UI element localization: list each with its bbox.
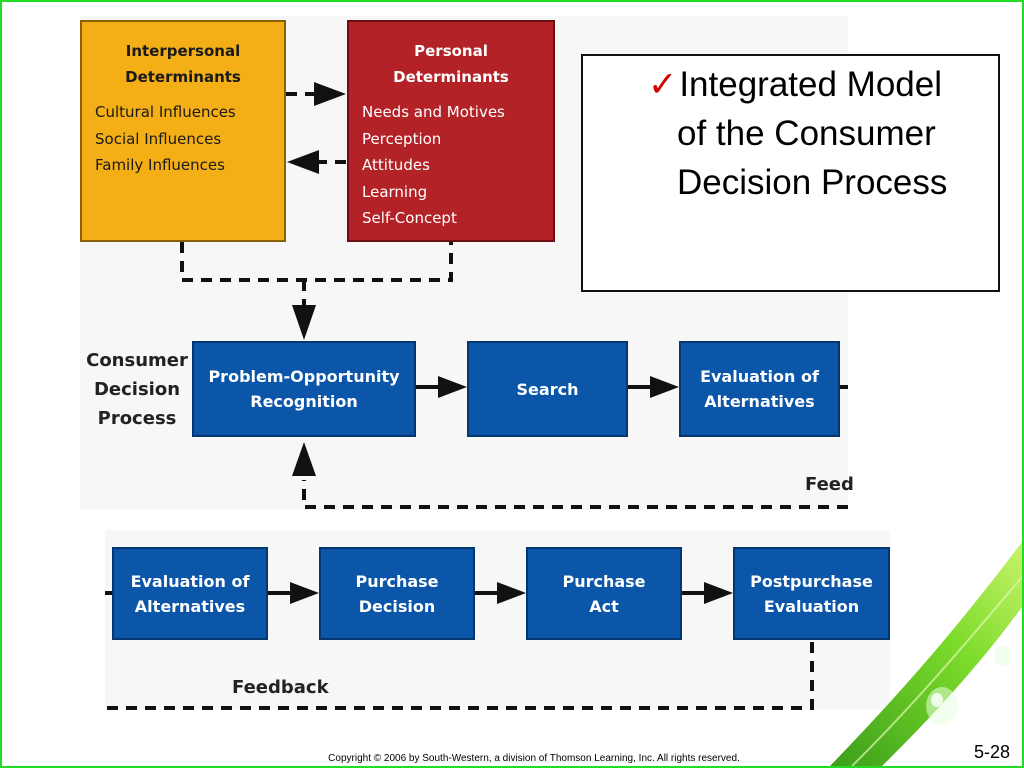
step-evaluation-of-alternatives-top: Evaluation of Alternatives bbox=[679, 341, 840, 437]
heading-text: Integrated Model bbox=[679, 65, 942, 104]
step-search: Search bbox=[467, 341, 628, 437]
step-line: Evaluation of bbox=[700, 367, 819, 386]
step-line: Purchase bbox=[562, 571, 646, 591]
step-evaluation-of-alternatives-bottom: Evaluation of Alternatives bbox=[112, 547, 268, 640]
side-label-line-3: Process bbox=[97, 408, 177, 429]
copyright-notice: Copyright © 2006 by South-Western, a div… bbox=[328, 753, 740, 764]
personal-item: Learning bbox=[362, 182, 428, 201]
personal-title-line-1: Personal bbox=[414, 42, 488, 60]
step-line: Alternatives bbox=[134, 596, 246, 616]
step-line: Search bbox=[516, 379, 579, 399]
personal-title: Personal Determinants bbox=[349, 38, 553, 90]
top-feedback-label: Feed bbox=[805, 474, 854, 495]
interpersonal-title-line-2: Determinants bbox=[125, 68, 241, 86]
step-line: Recognition bbox=[250, 392, 358, 411]
step-purchase-act: Purchase Act bbox=[526, 547, 682, 640]
personal-item: Perception bbox=[362, 129, 442, 148]
interpersonal-items: Cultural Influences Social Influences Fa… bbox=[82, 99, 284, 179]
heading-line-1: ✓Integrated Model bbox=[648, 60, 947, 109]
step-line: Problem-Opportunity bbox=[208, 367, 400, 386]
personal-item: Attitudes bbox=[362, 156, 430, 174]
step-line: Purchase bbox=[355, 571, 439, 591]
top-feedback-line bbox=[302, 480, 848, 509]
arrowhead-left bbox=[287, 150, 319, 174]
step-line: Act bbox=[589, 596, 619, 616]
personal-title-line-2: Determinants bbox=[393, 68, 509, 86]
step-line: Evaluation bbox=[763, 596, 860, 616]
side-label-line-2: Decision bbox=[93, 379, 181, 400]
step-line: Decision bbox=[358, 596, 436, 616]
arrowhead-down bbox=[292, 305, 316, 340]
bottom-feedback-line bbox=[105, 642, 814, 710]
step-problem-opportunity-recognition: Problem-Opportunity Recognition bbox=[192, 341, 416, 437]
personal-determinants-box: Personal Determinants Needs and Motives … bbox=[347, 20, 555, 242]
heading-text: Decision Process bbox=[677, 163, 948, 202]
step-line: Alternatives bbox=[704, 392, 815, 411]
heading-line-3: Decision Process bbox=[648, 158, 947, 207]
step-purchase-decision: Purchase Decision bbox=[319, 547, 475, 640]
interpersonal-item: Cultural Influences bbox=[95, 103, 236, 121]
interpersonal-title-line-1: Interpersonal bbox=[125, 42, 241, 60]
step-line: Postpurchase bbox=[750, 571, 873, 591]
consumer-decision-process-label: Consumer Decision Process bbox=[82, 346, 192, 433]
heading-panel bbox=[581, 54, 1000, 292]
step-postpurchase-evaluation: Postpurchase Evaluation bbox=[733, 547, 890, 640]
determinants-merge-line bbox=[180, 242, 453, 282]
page-number: 5-28 bbox=[973, 742, 1010, 762]
personal-item: Needs and Motives bbox=[362, 103, 505, 121]
personal-item: Self-Concept bbox=[362, 209, 457, 227]
checkmark-icon: ✓ bbox=[648, 65, 678, 104]
slide-heading: ✓Integrated Model of the Consumer Decisi… bbox=[648, 60, 947, 207]
interpersonal-item: Family Influences bbox=[95, 156, 225, 174]
arrowhead-up bbox=[292, 442, 316, 476]
interpersonal-title: Interpersonal Determinants bbox=[82, 38, 284, 90]
arrowhead-right bbox=[314, 82, 346, 106]
step-line: Evaluation of bbox=[130, 571, 250, 591]
bottom-feedback-label: Feedback bbox=[232, 677, 329, 698]
interpersonal-item: Social Influences bbox=[95, 129, 222, 148]
personal-items: Needs and Motives Perception Attitudes L… bbox=[349, 99, 553, 232]
interpersonal-determinants-box: Interpersonal Determinants Cultural Infl… bbox=[80, 20, 286, 242]
side-label-line-1: Consumer bbox=[86, 350, 188, 371]
heading-text: of the Consumer bbox=[677, 114, 936, 153]
heading-line-2: of the Consumer bbox=[648, 109, 947, 158]
